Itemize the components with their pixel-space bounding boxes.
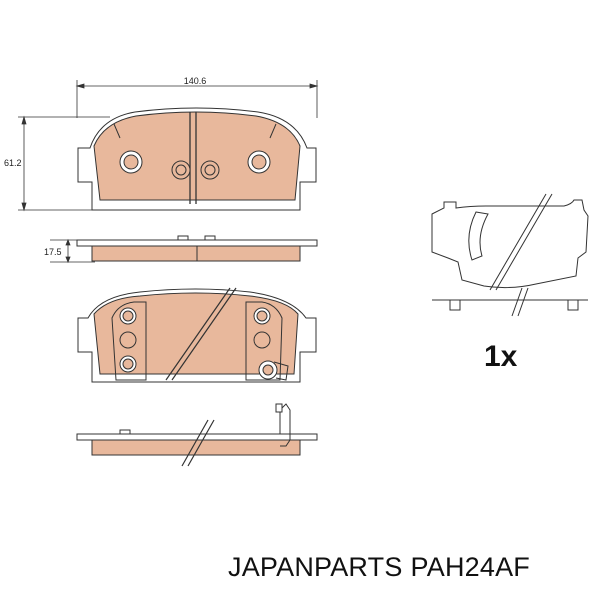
hole-mid-right-icon [253,331,271,349]
width-dimension [75,80,319,118]
height-dimension-label: 61.2 [4,158,22,168]
thickness-dimension-label: 17.5 [44,247,62,257]
hole-lower-left-icon [119,355,137,373]
hole-upper-right-icon [253,307,271,325]
mounting-hole-left-icon [119,150,143,174]
quantity-label: 1x [484,340,518,373]
brake-pad-front-view [77,107,317,211]
mounting-hole-right-icon [247,150,271,174]
brake-pad-side-view [76,235,318,262]
brake-pad-side-view-2 [76,403,318,467]
shim-plate-outline [431,193,589,317]
rivet-center-right-icon [200,160,220,180]
width-dimension-label: 140.6 [184,76,207,86]
hole-upper-left-icon [119,307,137,325]
brake-pad-back-view [77,287,317,383]
rivet-center-left-icon [171,160,191,180]
wear-sensor-clip-icon [258,360,289,381]
brand-name: JAPANPARTS [228,552,403,582]
wear-sensor-wire-icon [275,403,291,447]
hole-mid-left-icon [119,331,137,349]
part-number: PAH24AF [410,552,530,582]
